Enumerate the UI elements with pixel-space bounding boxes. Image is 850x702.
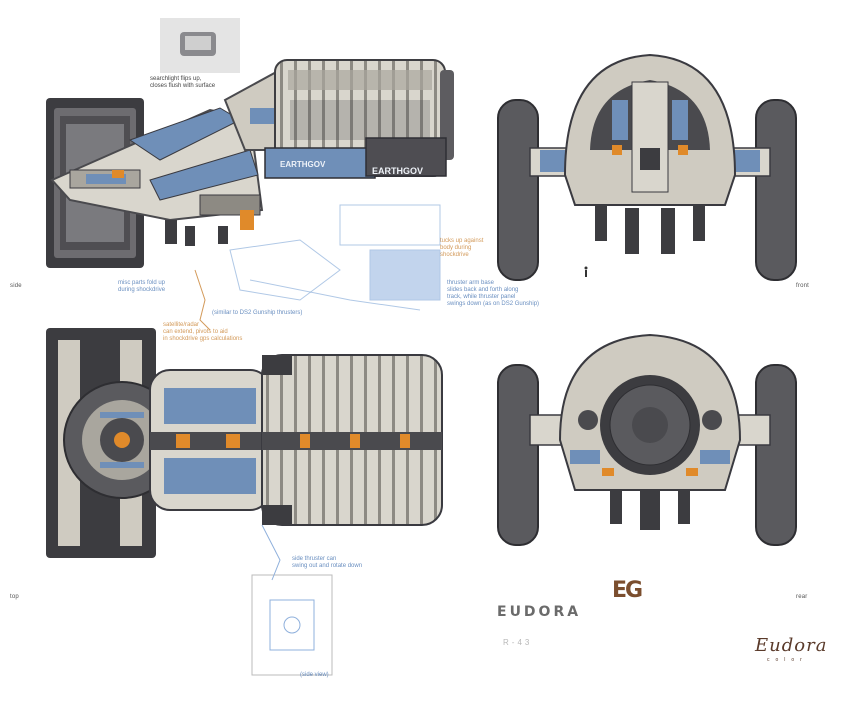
view-label-rear: rear bbox=[796, 594, 808, 600]
side-view-sketch bbox=[251, 524, 333, 676]
sketch-overlays-side bbox=[194, 204, 441, 331]
ship-code: R-43 bbox=[503, 638, 533, 647]
side-view-ship bbox=[46, 18, 454, 268]
note-searchlight: searchlight flips up, closes flush with … bbox=[150, 76, 216, 89]
scale-figure bbox=[584, 266, 588, 277]
note-thruster-arm: thruster arm base slides back and forth … bbox=[447, 280, 540, 307]
note-misc-parts: misc parts fold up during shockdrive bbox=[118, 280, 166, 293]
note-tucks-up: tucks up against body during shockdrive bbox=[440, 238, 484, 258]
signature-subtitle: color bbox=[767, 657, 808, 663]
studio-logo: EG bbox=[612, 578, 643, 603]
rear-view-ship bbox=[497, 333, 797, 546]
view-label-front: front bbox=[796, 283, 810, 289]
top-view-ship bbox=[46, 328, 443, 558]
hull-marking-1: EARTHGOV bbox=[280, 160, 326, 169]
eudora-logo: EUDORA bbox=[497, 604, 582, 620]
view-label-top: top bbox=[10, 594, 19, 600]
hull-marking-2: EARTHGOV bbox=[372, 166, 423, 176]
eudora-signature: Eudora bbox=[755, 635, 828, 656]
note-satellite: satellite/radar can extend, pivots to ai… bbox=[163, 322, 243, 342]
front-view-ship bbox=[497, 53, 797, 281]
note-side-view: (side view) bbox=[300, 672, 329, 678]
note-similar: (similar to DS2 Gunship thrusters) bbox=[212, 310, 303, 316]
note-side-thruster: side thruster can swing out and rotate d… bbox=[292, 556, 363, 569]
view-label-side: side bbox=[10, 283, 22, 289]
